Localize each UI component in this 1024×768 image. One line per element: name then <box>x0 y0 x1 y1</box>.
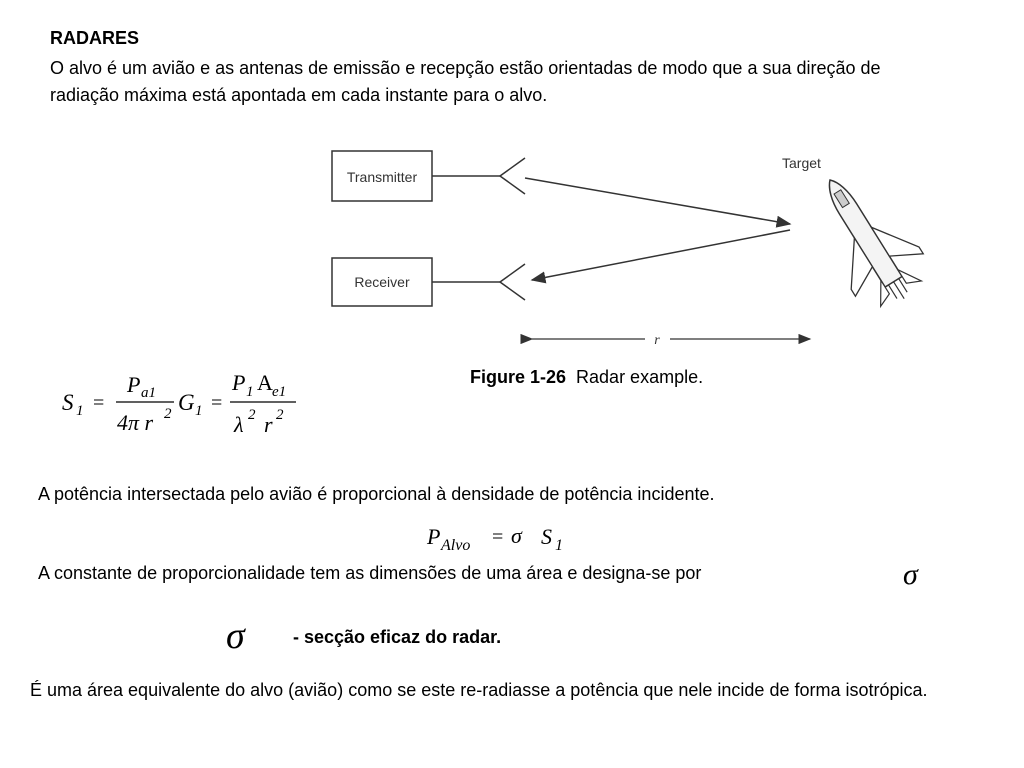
formula1-equals-1: = <box>93 392 104 414</box>
formula1-frac2-den-r: r <box>264 412 273 437</box>
sigma-symbol-inline: σ <box>903 558 918 591</box>
formula2-lhs: P <box>426 524 440 549</box>
transmitter-antenna-icon <box>499 157 526 195</box>
formula1-frac1-num-sub: a1 <box>141 385 156 401</box>
formula1-frac2-den-l: λ <box>233 412 244 437</box>
formula1-lhs: S <box>62 390 74 415</box>
paragraph-intercepted-power: A potência intersectada pelo avião é pro… <box>38 484 715 504</box>
formula1-frac2-num-p-sub: 1 <box>246 384 254 400</box>
formula1-frac2-den-l-sup: 2 <box>248 407 256 423</box>
formula1-frac1-den-sup: 2 <box>164 406 172 422</box>
target-power-formula: P Alvo = σ S 1 <box>425 520 585 560</box>
figure-caption: Figure 1-26 Radar example. <box>470 367 703 388</box>
page-title: RADARES <box>50 28 140 48</box>
radar-figure: Transmitter Receiver Target r <box>290 118 950 398</box>
receiver-label: Receiver <box>354 274 410 290</box>
formula2-rhs: S <box>541 524 552 549</box>
figure-number: Figure 1-26 <box>470 367 567 387</box>
paragraph-equivalent-area: É uma área equivalente do alvo (avião) c… <box>30 680 928 700</box>
aircraft-icon <box>828 179 925 309</box>
distance-label: r <box>654 333 660 348</box>
formula2-rhs-sub: 1 <box>555 537 563 554</box>
formula1-lhs-sub: 1 <box>76 403 84 419</box>
formula1-gain: G <box>178 390 195 415</box>
receiver-antenna-icon <box>499 263 526 301</box>
reflect-ray <box>530 229 791 284</box>
formula1-frac2-num-a: A <box>257 370 273 395</box>
formula1-frac2-num-a-sub: e1 <box>272 384 286 400</box>
sigma-symbol: σ <box>226 615 245 657</box>
formula2-lhs-sub: Alvo <box>440 537 470 554</box>
formula2-equals: = <box>492 526 503 548</box>
sigma-definition: - secção eficaz do radar. <box>293 627 502 647</box>
formula1-frac1-den: 4π r <box>117 410 154 435</box>
power-density-formula: S 1 = P a1 4π r 2 G 1 = P 1 A e1 λ 2 r 2 <box>60 370 320 440</box>
transmit-ray <box>524 177 792 228</box>
formula1-equals-2: = <box>211 392 222 414</box>
figure-caption-text: Radar example. <box>576 367 704 387</box>
formula1-frac1-num: P <box>126 372 140 397</box>
formula1-frac2-num-p: P <box>231 370 245 395</box>
intro-paragraph: O alvo é um avião e as antenas de emissã… <box>50 58 881 105</box>
receiver-box <box>331 257 433 307</box>
formula2-sigma: σ <box>511 523 523 548</box>
formula1-gain-sub: 1 <box>195 403 203 419</box>
paragraph-proportionality: A constante de proporcionalidade tem as … <box>38 563 702 583</box>
transmitter-label: Transmitter <box>347 169 418 185</box>
target-label: Target <box>782 155 821 171</box>
formula1-frac2-den-r-sup: 2 <box>276 407 284 423</box>
transmitter-box <box>331 150 433 202</box>
